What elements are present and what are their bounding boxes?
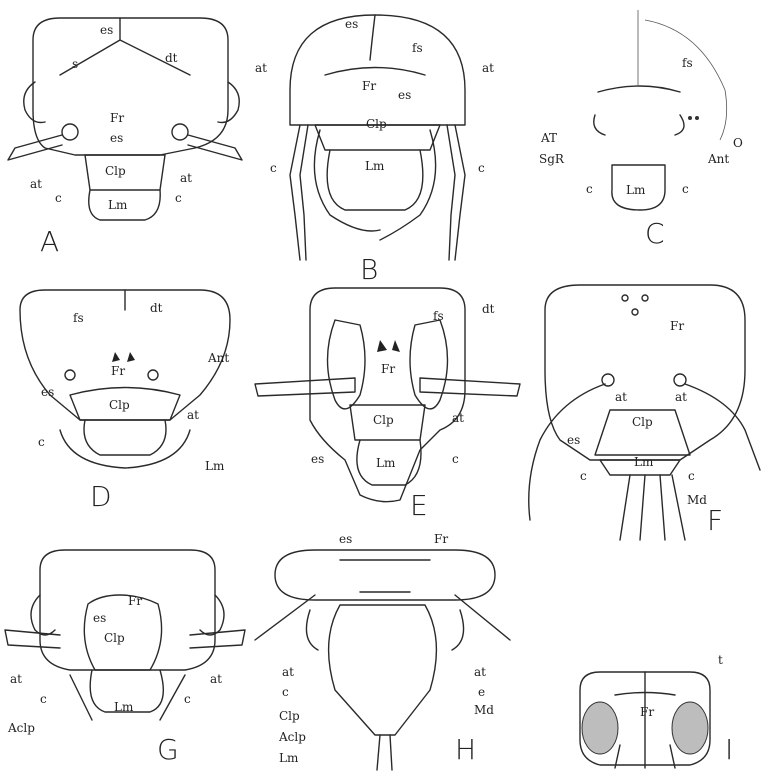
label-d-c: c <box>38 436 45 448</box>
label-c-c-left: c <box>586 183 593 195</box>
label-a-c-right: c <box>175 192 182 204</box>
label-b-clp: Clp <box>366 118 387 130</box>
label-a-es-top: es <box>100 24 113 36</box>
label-a-clp: Clp <box>105 165 126 177</box>
label-h-aclp: Aclp <box>279 731 306 743</box>
label-h-at-left: at <box>282 666 294 678</box>
label-i-fr: Fr <box>640 706 654 718</box>
label-e-fs: fs <box>433 310 444 322</box>
label-g-aclp: Aclp <box>8 722 35 734</box>
label-b-es-top: es <box>345 18 358 30</box>
label-a-at-left: at <box>30 178 42 190</box>
label-a-es: es <box>110 132 123 144</box>
panel-e-letter: E <box>410 492 428 520</box>
label-e-lm: Lm <box>376 457 395 469</box>
label-f-es: es <box>567 434 580 446</box>
label-e-clp: Clp <box>373 414 394 426</box>
label-a-lm: Lm <box>108 199 127 211</box>
panel-b-letter: B <box>360 256 378 284</box>
label-e-dt: dt <box>482 303 495 315</box>
label-f-fr: Fr <box>670 320 684 332</box>
panel-g-letter: G <box>157 736 179 764</box>
label-a-dt: dt <box>165 52 178 64</box>
label-h-md: Md <box>474 704 494 716</box>
label-h-e: e <box>478 686 485 698</box>
label-g-c-left: c <box>40 693 47 705</box>
panel-a-drawing <box>8 18 242 220</box>
panel-i-drawing <box>580 672 710 768</box>
label-f-lm: Lm <box>634 456 653 468</box>
label-g-c-right: c <box>184 693 191 705</box>
label-c-sgr: SgR <box>539 153 564 165</box>
label-c-at: AT <box>541 132 557 144</box>
panel-i-letter: I <box>725 736 733 764</box>
label-g-fr: Fr <box>128 595 142 607</box>
label-g-at-left: at <box>10 673 22 685</box>
label-g-lm: Lm <box>114 701 133 713</box>
label-a-s: s <box>72 58 78 70</box>
panel-c-drawing <box>594 10 727 210</box>
label-f-md: Md <box>687 494 707 506</box>
label-h-at-right: at <box>474 666 486 678</box>
label-d-es: es <box>41 386 54 398</box>
label-a-c-left: c <box>55 192 62 204</box>
label-b-c-right: c <box>478 162 485 174</box>
label-e-es: es <box>311 453 324 465</box>
label-d-at: at <box>187 409 199 421</box>
label-b-fr: Fr <box>362 80 376 92</box>
label-f-c-left: c <box>580 470 587 482</box>
panel-c-letter: C <box>645 220 665 248</box>
label-f-at-left: at <box>615 391 627 403</box>
label-f-c-right: c <box>688 470 695 482</box>
label-e-fr: Fr <box>381 363 395 375</box>
label-h-es: es <box>339 533 352 545</box>
label-g-es: es <box>93 612 106 624</box>
label-d-clp: Clp <box>109 399 130 411</box>
label-d-ant: Ant <box>208 352 229 364</box>
label-e-c: c <box>452 453 459 465</box>
panel-d-drawing <box>20 290 230 468</box>
panel-h-letter: H <box>455 736 476 764</box>
label-h-c: c <box>282 686 289 698</box>
label-h-fr: Fr <box>434 533 448 545</box>
label-c-c-right: c <box>682 183 689 195</box>
panel-f-drawing <box>529 285 760 540</box>
label-h-clp: Clp <box>279 710 300 722</box>
label-c-ant: Ant <box>708 153 729 165</box>
label-g-clp: Clp <box>104 632 125 644</box>
label-f-at-right: at <box>675 391 687 403</box>
panel-f-letter: F <box>707 507 723 535</box>
label-h-lm: Lm <box>279 752 298 764</box>
label-d-dt: dt <box>150 302 163 314</box>
label-e-at: at <box>452 412 464 424</box>
label-b-c-left: c <box>270 162 277 174</box>
panel-b-drawing <box>290 15 465 260</box>
label-c-o: O <box>733 137 743 149</box>
label-b-at-left: at <box>255 62 267 74</box>
label-b-fs: fs <box>412 42 423 54</box>
label-f-clp: Clp <box>632 416 653 428</box>
label-d-fr: Fr <box>111 365 125 377</box>
label-g-at-right: at <box>210 673 222 685</box>
label-i-t: t <box>718 654 723 666</box>
label-c-lm: Lm <box>626 184 645 196</box>
label-a-fr: Fr <box>110 112 124 124</box>
label-d-lm: Lm <box>205 460 224 472</box>
panel-d-letter: D <box>90 483 112 511</box>
label-c-fs: fs <box>682 57 693 69</box>
label-b-es: es <box>398 89 411 101</box>
label-a-at-right: at <box>180 172 192 184</box>
panel-a-letter: A <box>40 228 59 256</box>
label-d-fs: fs <box>73 312 84 324</box>
label-b-at-right: at <box>482 62 494 74</box>
label-b-lm: Lm <box>365 160 384 172</box>
